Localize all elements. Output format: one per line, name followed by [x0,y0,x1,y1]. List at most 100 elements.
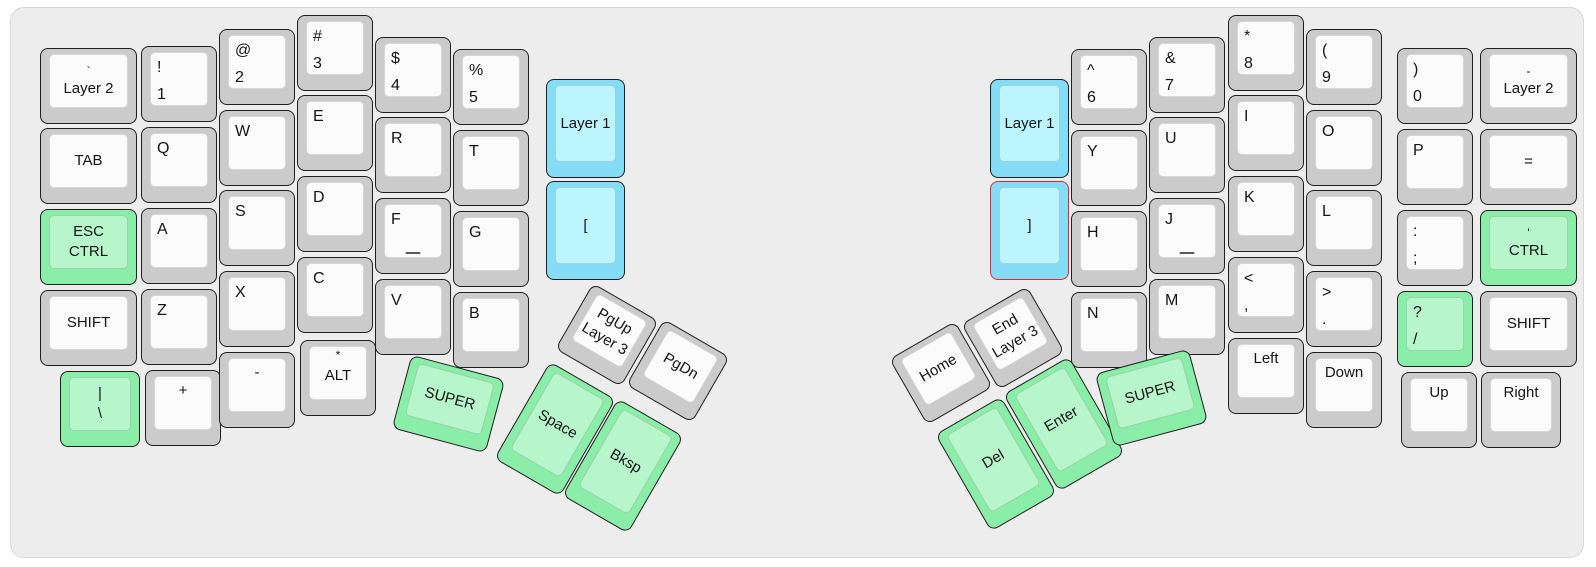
key-l-d[interactable]: D [297,176,373,252]
key-l-5[interactable]: %5 [453,49,529,125]
key-r-question-slash[interactable]: ?/ [1397,291,1473,367]
key-r-y[interactable]: Y [1071,130,1147,206]
key-l-w[interactable]: W [219,110,295,186]
key-l-x[interactable]: X [219,271,295,347]
key-l-e[interactable]: E [297,95,373,171]
key-r-p[interactable]: P [1397,129,1473,205]
key-r-left[interactable]: Left [1228,338,1304,414]
key-label: |\ [97,385,103,422]
key-label: )0 [1413,61,1422,105]
keycap-top [1489,297,1568,351]
key-l-b[interactable]: B [453,292,529,368]
key-r-lt-comma[interactable]: <, [1228,257,1304,333]
key-r-j[interactable]: J [1149,198,1225,274]
key-r-equals[interactable]: = [1480,129,1577,205]
key-r-down[interactable]: Down [1306,352,1382,428]
keycap-top [1237,263,1295,317]
key-l-q[interactable]: Q [141,127,217,203]
keycap-top [1315,358,1373,412]
keycap-top [1315,196,1373,250]
key-l-layer1[interactable]: Layer 1 [546,79,625,178]
key-r-k[interactable]: K [1228,176,1304,252]
keycap-top [462,217,520,271]
key-r-h[interactable]: H [1071,211,1147,287]
key-r-m[interactable]: M [1149,279,1225,355]
keycap-top [1406,54,1464,108]
keycap-top [49,54,128,108]
keycap-top [384,285,442,339]
key-r-8[interactable]: *8 [1228,15,1304,91]
key-l-r[interactable]: R [375,117,451,193]
keycap-top [999,85,1060,162]
key-label: *ALT [324,348,352,384]
key-l-3[interactable]: #3 [297,15,373,91]
key-l-grave-layer2[interactable]: `Layer 2 [40,48,137,124]
key-l-tab[interactable]: TAB [40,128,137,204]
keycap-top [306,263,364,317]
key-label: ^6 [1087,62,1096,106]
key-r-l[interactable]: L [1306,190,1382,266]
key-l-v[interactable]: V [375,279,451,355]
key-r-shift[interactable]: SHIFT [1480,291,1577,367]
key-l-plus[interactable]: + [145,370,221,446]
key-r-rbracket[interactable]: ] [990,181,1069,280]
key-l-2[interactable]: @2 [219,29,295,105]
keycap-top [1315,277,1373,331]
key-label: W [235,123,251,140]
key-label: Down [1324,364,1364,381]
key-l-shift[interactable]: SHIFT [40,290,137,366]
key-r-7[interactable]: &7 [1149,37,1225,113]
key-label: O [1322,123,1335,140]
key-label: Left [1253,350,1279,367]
key-l-g[interactable]: G [453,211,529,287]
key-r-u[interactable]: U [1149,117,1225,193]
keycap-top [1158,43,1216,97]
key-r-i[interactable]: I [1228,95,1304,171]
keycap-top [1237,182,1295,236]
key-r-quote-ctrl[interactable]: 'CTRL [1480,210,1577,286]
key-label: = [1524,153,1533,170]
key-r-layer1[interactable]: Layer 1 [990,79,1069,178]
key-l-minus[interactable]: - [219,352,295,428]
key-label: -Layer 2 [1503,63,1554,97]
keycap-top [1315,116,1373,170]
key-r-minus-layer2[interactable]: -Layer 2 [1480,48,1577,124]
key-r-o[interactable]: O [1306,110,1382,186]
key-l-c[interactable]: C [297,257,373,333]
key-l-pipe-backslash[interactable]: |\ [60,371,140,447]
key-l-alt[interactable]: *ALT [300,340,376,416]
key-r-colon-semicolon[interactable]: :; [1397,210,1473,286]
keycap-top [999,187,1060,264]
keycap-top [306,182,364,236]
key-l-a[interactable]: A [141,208,217,284]
key-label: R [391,130,403,147]
key-r-n[interactable]: N [1071,292,1147,368]
key-l-s[interactable]: S [219,190,295,266]
key-label: $4 [391,50,400,94]
key-r-0[interactable]: )0 [1397,48,1473,124]
key-r-9[interactable]: (9 [1306,29,1382,105]
keycap-top [1158,123,1216,177]
key-r-6[interactable]: ^6 [1071,49,1147,125]
keycap-top [1237,344,1295,398]
keycap-top [150,295,208,349]
keycap-top [1080,136,1138,190]
key-label: *8 [1244,28,1253,72]
key-l-lbracket[interactable]: [ [546,181,625,280]
key-label: V [391,292,402,309]
key-label: F [391,211,401,228]
key-label: L [1322,203,1331,220]
key-r-up[interactable]: Up [1401,372,1477,448]
key-r-right[interactable]: Right [1481,372,1561,448]
key-r-gt-period[interactable]: >. [1306,271,1382,347]
key-l-4[interactable]: $4 [375,37,451,113]
key-label: Layer 1 [560,114,611,132]
key-l-t[interactable]: T [453,130,529,206]
key-l-z[interactable]: Z [141,289,217,365]
key-l-1[interactable]: !1 [141,46,217,122]
key-label: 'CTRL [1508,225,1549,259]
key-l-f[interactable]: F [375,198,451,274]
key-label: ?/ [1413,304,1422,348]
keycap-top [1080,298,1138,352]
